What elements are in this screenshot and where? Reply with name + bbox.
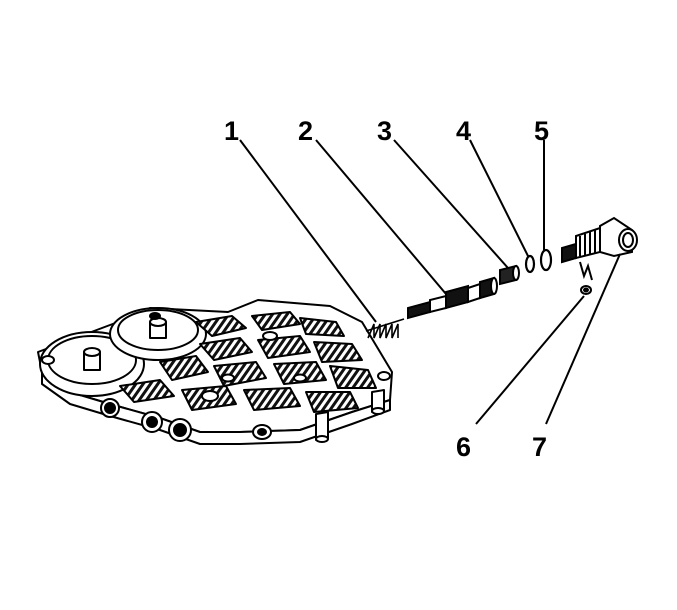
leader-line-2	[315, 139, 447, 295]
part-1-spring	[365, 318, 405, 339]
leader-line-4	[469, 139, 529, 257]
leader-line-3	[393, 139, 509, 269]
callout-6: 6	[456, 432, 471, 462]
part-3-sleeve	[499, 264, 520, 286]
callout-3: 3	[377, 116, 392, 146]
leader-lines	[239, 139, 621, 425]
leader-line-1	[239, 139, 377, 323]
part-2-valve-spool	[407, 276, 498, 320]
leader-line-6	[475, 295, 585, 425]
callout-7: 7	[532, 432, 547, 462]
callout-5: 5	[534, 116, 549, 146]
callout-1: 1	[224, 116, 239, 146]
part-6-clip	[579, 261, 593, 295]
valve-body	[37, 299, 393, 445]
leader-line-7	[545, 253, 621, 425]
callout-4: 4	[456, 116, 471, 146]
part-5-o-ring	[539, 248, 553, 272]
part-4-o-ring	[524, 254, 536, 274]
callout-2: 2	[298, 116, 313, 146]
part-7-solenoid	[561, 216, 638, 264]
callout-labels: 1 2 3 4 5 6 7	[224, 116, 549, 462]
